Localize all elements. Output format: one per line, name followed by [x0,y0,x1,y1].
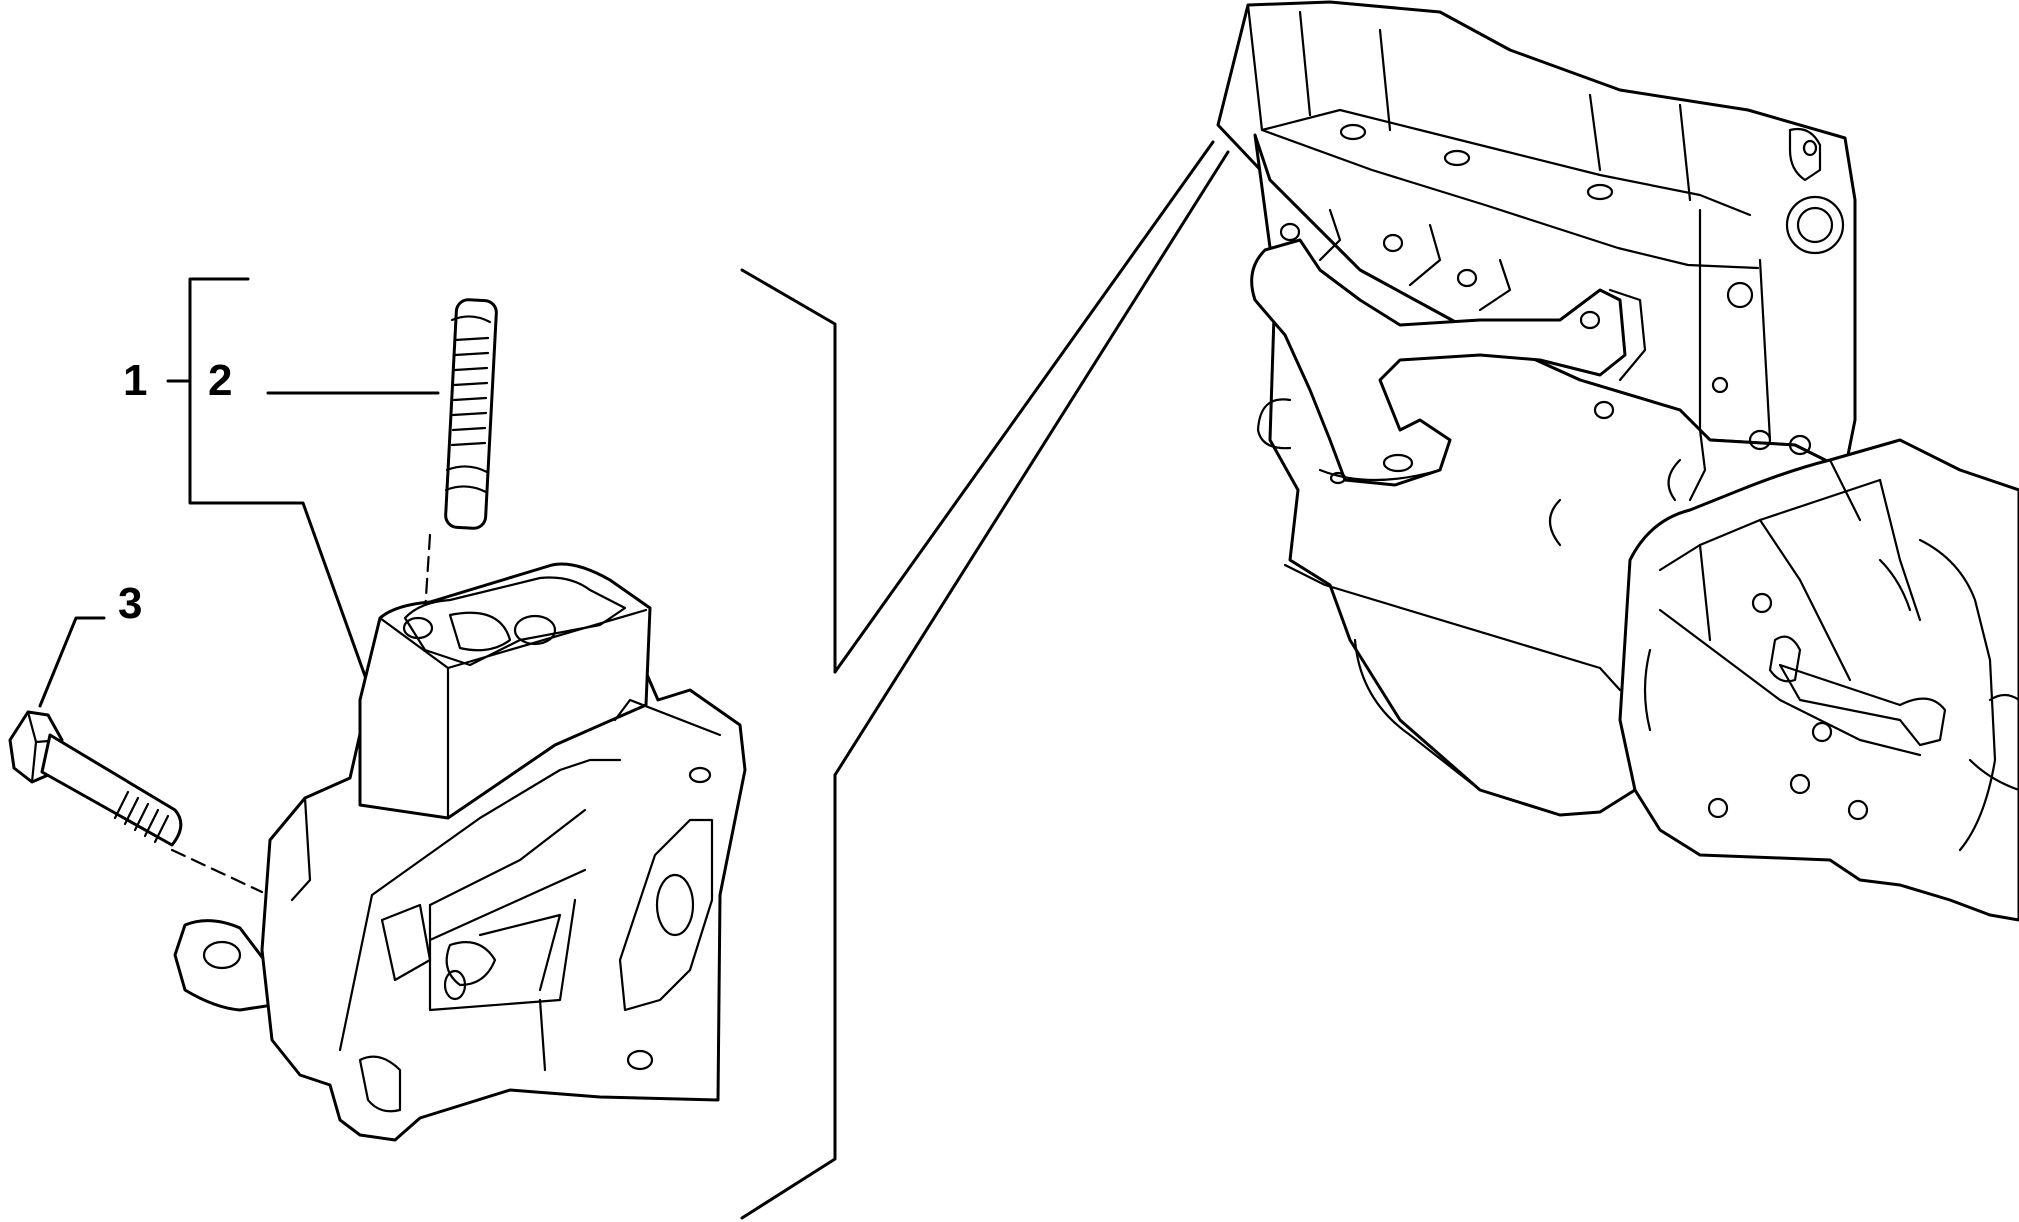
zoom-line-upper [833,140,1215,674]
callout-label-3: 3 [118,579,142,628]
stud-part [444,298,498,530]
leader-line-3 [38,616,106,708]
leader-bracket-1 [188,277,372,692]
bolt-axis [170,848,264,894]
stud-axis [423,533,432,614]
leader-lines [38,277,440,894]
callout-label-2: 2 [208,356,232,405]
callout-label-1: 1 [123,356,147,405]
engine-assembly [1216,0,2019,922]
bolt-part [8,710,183,847]
zoom-bracket [740,140,1230,1220]
mount-bracket-part [173,562,747,1142]
zoom-bracket-bottom [740,773,837,1220]
zoom-line-lower [833,150,1230,777]
zoom-bracket-top [740,268,837,674]
